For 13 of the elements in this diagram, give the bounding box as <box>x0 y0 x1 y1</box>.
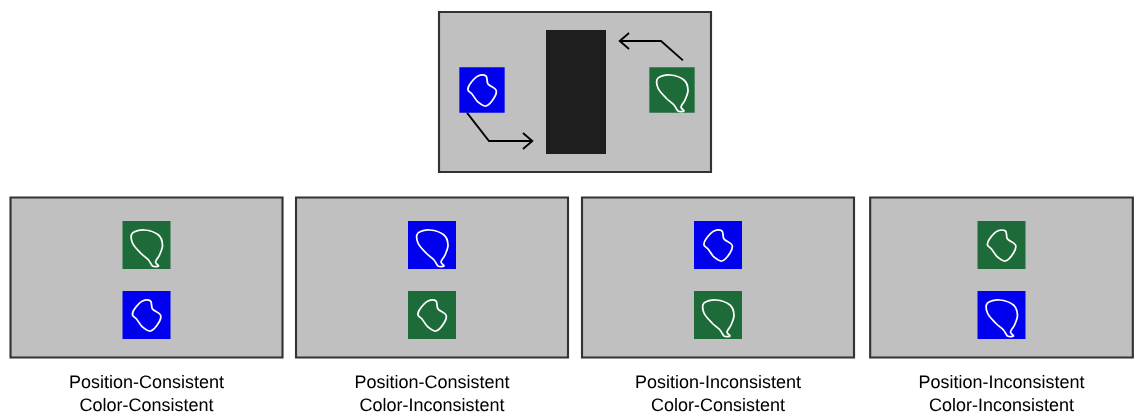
shape-drawing <box>649 67 695 113</box>
panel-label: Position-Inconsistent <box>919 374 1085 389</box>
panel-label: Color-Inconsistent <box>929 397 1074 412</box>
bar <box>546 30 606 154</box>
shape-drawing <box>459 67 505 113</box>
arrow <box>618 32 684 62</box>
panel-label: Position-Consistent <box>355 374 510 389</box>
panel-label: Color-Consistent <box>80 397 214 412</box>
arrow <box>466 112 534 150</box>
panel-label: Position-Consistent <box>70 374 224 389</box>
panel-label: Color-Inconsistent <box>360 397 505 412</box>
panel-label: Position-Inconsistent <box>636 374 801 389</box>
panel-label: Color-Consistent <box>651 397 785 412</box>
